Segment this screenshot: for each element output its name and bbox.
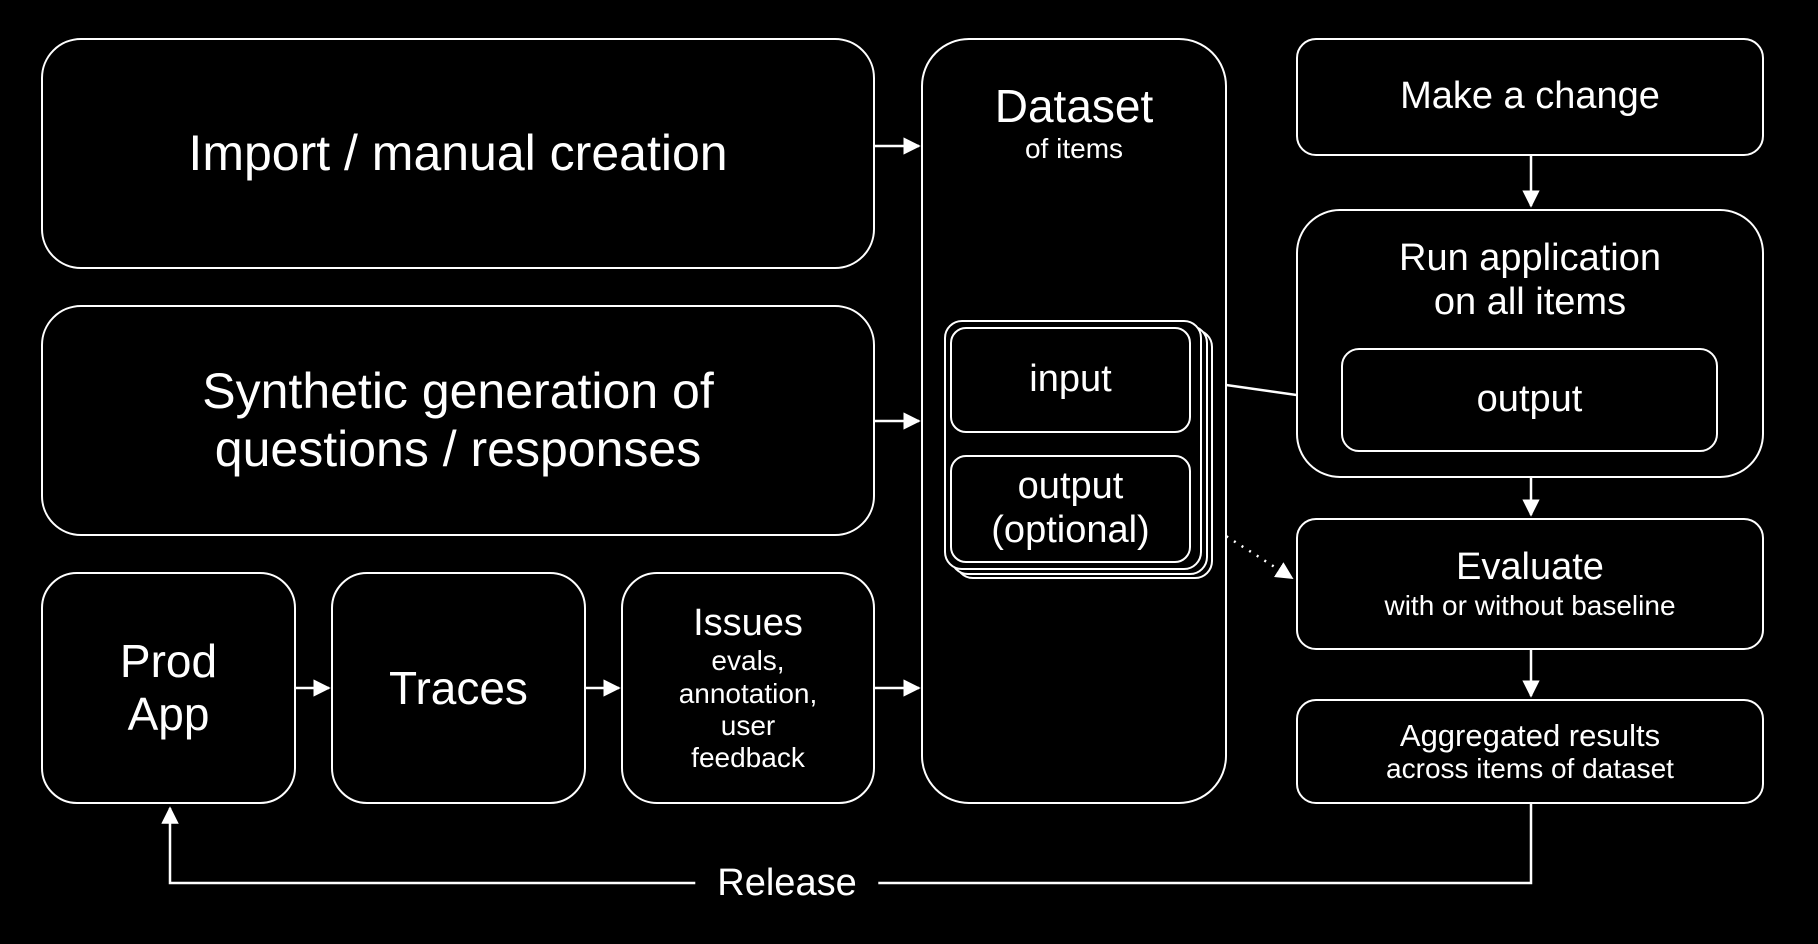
issues-line4: feedback (691, 742, 805, 774)
prod-app-box: Prod App (41, 572, 296, 804)
make-change-box: Make a change (1296, 38, 1764, 156)
traces-label: Traces (389, 661, 528, 714)
dataset-title: Dataset (994, 80, 1154, 132)
issues-title: Issues (693, 601, 803, 644)
dataset-item-output-line1: output (1017, 465, 1124, 508)
traces-box: Traces (331, 572, 586, 804)
aggregated-results-box: Aggregated results across items of datas… (1296, 699, 1764, 804)
issues-line3: user (720, 709, 776, 741)
run-application-line1: Run application (1399, 237, 1661, 279)
issues-box: Issues evals, annotation, user feedback (621, 572, 875, 804)
release-label: Release (695, 864, 879, 902)
evaluate-subtitle: with or without baseline (1384, 589, 1676, 621)
dataset-item-output: output (optional) (950, 455, 1191, 563)
issues-line2: annotation, (678, 677, 818, 709)
import-manual-label: Import / manual creation (188, 124, 728, 181)
run-output-box: output (1341, 348, 1718, 452)
dataset-item-input: input (950, 327, 1191, 433)
synthetic-label-line1: Synthetic generation of (202, 363, 714, 419)
evaluate-title: Evaluate (1456, 546, 1604, 589)
prod-app-label-line2: App (127, 688, 210, 740)
evaluate-box: Evaluate with or without baseline (1296, 518, 1764, 650)
dataset-item-output-line2: (optional) (991, 509, 1150, 551)
dataset-subtitle: of items (1024, 132, 1124, 164)
run-application-line2: on all items (1433, 280, 1627, 323)
aggregated-results-title: Aggregated results (1399, 717, 1661, 753)
synthetic-generation-box: Synthetic generation of questions / resp… (41, 305, 875, 536)
synthetic-label-line2: questions / responses (214, 420, 702, 477)
dataset-item-input-label: input (1029, 358, 1112, 401)
prod-app-label-line1: Prod (119, 635, 218, 688)
aggregated-results-subtitle: across items of dataset (1386, 753, 1674, 785)
issues-line1: evals, (711, 645, 785, 677)
make-change-label: Make a change (1400, 75, 1660, 118)
import-manual-box: Import / manual creation (41, 38, 875, 269)
run-output-label: output (1476, 378, 1583, 421)
